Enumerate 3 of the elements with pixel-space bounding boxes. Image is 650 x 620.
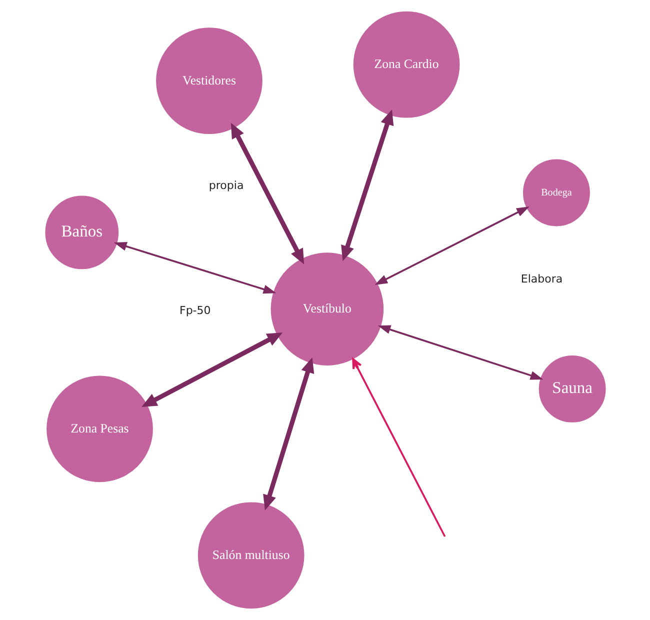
label: Elabora xyxy=(520,272,562,286)
label: propia xyxy=(208,179,244,192)
label: Fp-50 xyxy=(179,304,210,317)
